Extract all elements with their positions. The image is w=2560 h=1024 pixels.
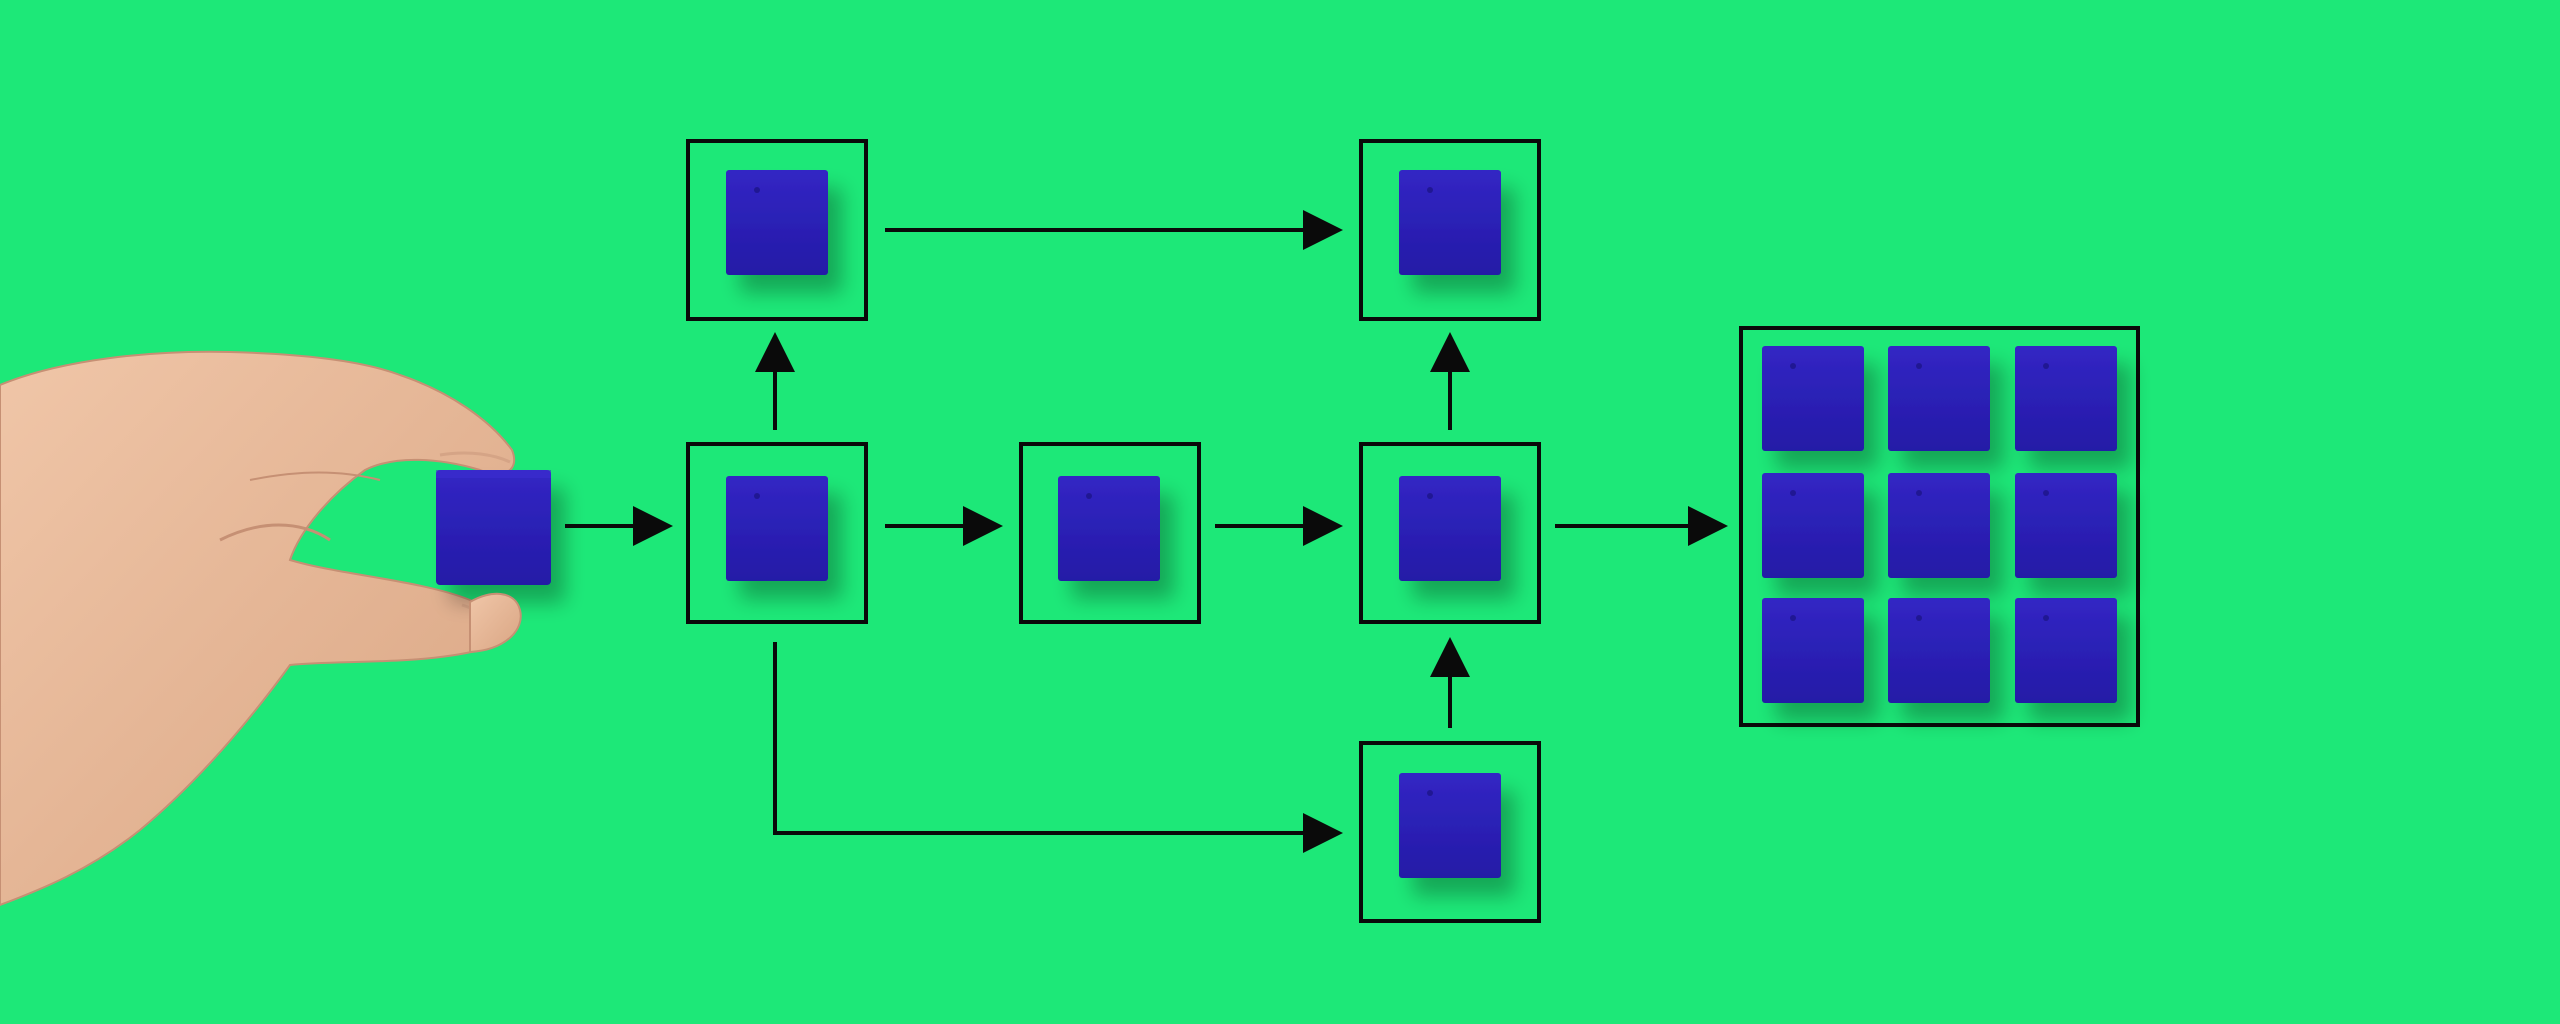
block-node-a-top [726, 170, 828, 275]
thumb-icon [469, 592, 522, 654]
block-node-c-top [1399, 170, 1501, 275]
grid-block [1762, 473, 1864, 578]
hand-icon [0, 350, 516, 907]
arrow-a-to-c-bottom [773, 642, 1343, 853]
grid-block [2015, 598, 2117, 703]
grid-block [2015, 346, 2117, 451]
block-node-c [1399, 476, 1501, 581]
block-knots [754, 187, 2049, 796]
connector-lines [565, 210, 1728, 853]
frame-node-c [1359, 442, 1541, 624]
frame-result-grid [1739, 326, 2140, 727]
block-node-c-bottom [1399, 773, 1501, 878]
frame-node-c-bottom [1359, 741, 1541, 923]
frame-node-b [1019, 442, 1201, 624]
frame-node-a [686, 442, 868, 624]
grid-block [2015, 473, 2117, 578]
grid-block [1888, 598, 1990, 703]
grid-block [1888, 473, 1990, 578]
block-node-b [1058, 476, 1160, 581]
grid-block [1762, 598, 1864, 703]
frame-node-a-top [686, 139, 868, 321]
frames [686, 139, 2140, 923]
grid-block [1762, 346, 1864, 451]
framed-blocks [726, 170, 2117, 878]
block-node-a [726, 476, 828, 581]
frame-node-c-top [1359, 139, 1541, 321]
start-block [436, 470, 551, 585]
grid-block [1888, 346, 1990, 451]
